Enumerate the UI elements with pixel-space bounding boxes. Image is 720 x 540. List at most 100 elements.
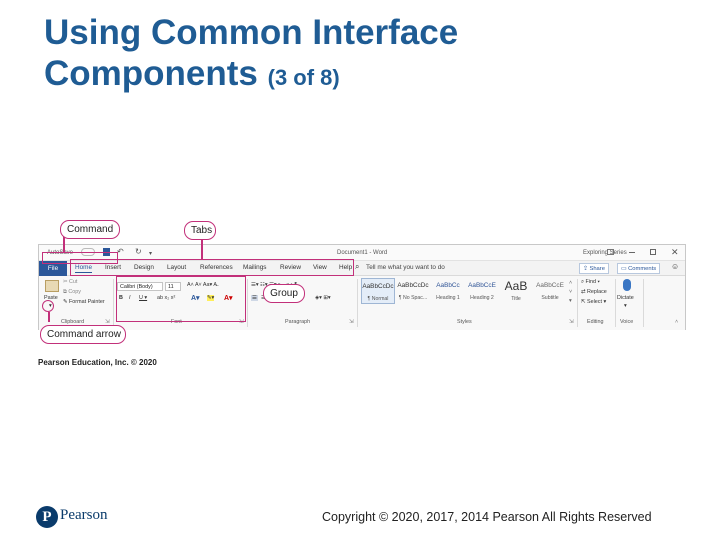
image-credit: Pearson Education, Inc. © 2020 [38, 358, 157, 367]
paragraph-dialog-launcher[interactable]: ⇲ [349, 319, 354, 325]
font-group-highlight-box [116, 276, 246, 322]
tab-mailings[interactable]: Mailings [243, 264, 267, 271]
font-color-icon[interactable]: A▾ [224, 295, 233, 302]
group-divider [357, 279, 358, 327]
collapse-ribbon-icon[interactable]: ˄ [675, 319, 679, 325]
highlight-color-icon[interactable]: ✎▾ [207, 295, 215, 301]
style-title[interactable]: AaB Title [499, 278, 533, 304]
group-divider [577, 279, 578, 327]
font-dialog-launcher[interactable]: ⇲ [239, 319, 244, 325]
ribbon-tabs: File Home Insert Design Layout Reference… [39, 261, 685, 276]
comments-label: Comments [628, 266, 657, 272]
pearson-logo-text: Pearson [60, 507, 108, 523]
minimize-icon[interactable] [629, 252, 635, 253]
select-label: Select [587, 299, 602, 305]
tab-file[interactable]: File [39, 261, 67, 276]
font-group-label: Font [171, 319, 182, 325]
title-suffix: (3 of 8) [267, 65, 340, 90]
strikethrough-icon[interactable]: ab x₂ x² [157, 295, 176, 301]
command-highlight-box [42, 252, 118, 264]
replace-icon: ⇄ [581, 289, 588, 295]
redo-icon[interactable]: ↻ [135, 247, 142, 256]
tab-insert[interactable]: Insert [105, 264, 121, 271]
comments-button[interactable]: ▭ Comments [617, 263, 661, 274]
command-arrow-callout: Command arrow [40, 325, 126, 344]
select-button[interactable]: ⇱ Select ▾ [581, 299, 607, 305]
tab-view[interactable]: View [313, 264, 327, 271]
find-button[interactable]: ⌕ Find ▾ [581, 279, 600, 285]
editing-group-label: Editing [587, 319, 604, 325]
style-name: Heading 2 [470, 295, 494, 301]
autosave-toggle[interactable]: AutoSave [47, 250, 74, 256]
style-name: Heading 1 [436, 295, 460, 301]
title-line1: Using Common Interface [44, 13, 459, 52]
bold-icon[interactable]: B [119, 295, 123, 301]
copy-label: Copy [68, 289, 81, 295]
undo-icon[interactable]: ↶ [117, 247, 124, 256]
style-subtitle[interactable]: AaBbCcE Subtitle [533, 278, 567, 304]
tab-design[interactable]: Design [134, 264, 154, 271]
style-heading-2[interactable]: AaBbCcE Heading 2 [465, 278, 499, 304]
tabs-callout: Tabs [184, 221, 216, 240]
style-name: ¶ Normal [367, 296, 389, 302]
close-icon[interactable]: ✕ [671, 247, 679, 257]
smiley-icon[interactable]: ☺ [671, 262, 680, 271]
style-name: Subtitle [541, 295, 559, 301]
tabs-highlight-box [70, 259, 354, 276]
style-sample: AaBbCcDc [397, 282, 429, 289]
paste-button[interactable]: Paste [44, 295, 58, 301]
group-divider [247, 279, 248, 327]
share-button[interactable]: ⇪ Share [579, 263, 609, 274]
style-normal[interactable]: AaBbCcDc ¶ Normal [361, 278, 395, 304]
dictate-button[interactable]: Dictate [617, 295, 634, 301]
maximize-icon[interactable] [650, 249, 656, 255]
dictate-dropdown-arrow[interactable]: ▾ [624, 303, 627, 309]
lightbulb-search-icon[interactable]: ⌕ [355, 262, 360, 271]
shading-borders-icons[interactable]: ◈▾ ⊞▾ [315, 295, 331, 301]
font-name-box[interactable]: Calibri (Body) [117, 282, 163, 291]
format-painter-button[interactable]: ✎ Format Painter [63, 299, 105, 305]
cut-label: Cut [69, 279, 78, 285]
cut-button[interactable]: ✂ Cut [63, 279, 77, 285]
styles-dialog-launcher[interactable]: ⇲ [569, 319, 574, 325]
tab-home[interactable]: Home [75, 264, 93, 273]
clipboard-dialog-launcher[interactable]: ⇲ [105, 319, 110, 325]
document-title: Document1 - Word [337, 250, 388, 256]
pearson-logo-mark: P [36, 506, 58, 528]
italic-icon[interactable]: I [129, 295, 131, 301]
style-sample: AaBbCcE [468, 282, 496, 289]
search-icon: ⌕ [581, 279, 586, 285]
style-no-spacing[interactable]: AaBbCcDc ¶ No Spac... [396, 278, 430, 304]
font-size-box[interactable]: 11 [165, 282, 181, 291]
user-name[interactable]: Exploring Series [583, 250, 627, 256]
title-line2: Components [44, 54, 258, 93]
clipboard-group-label: Clipboard [61, 319, 85, 325]
font-grow-shrink-icons[interactable]: A˄ A˅ Aa▾ A̶ [187, 282, 217, 288]
microphone-icon[interactable] [623, 279, 631, 291]
copy-button[interactable]: ⧉ Copy [63, 289, 81, 296]
style-heading-1[interactable]: AaBbCc Heading 1 [431, 278, 465, 304]
align-left-icon[interactable]: ☰ [251, 295, 258, 301]
tabs-connector [201, 236, 203, 259]
replace-label: Replace [587, 289, 607, 295]
underline-icon[interactable]: U ▾ [139, 295, 148, 301]
word-screenshot-figure: AutoSave ↶ ↻ ▾ Document1 - Word Explorin… [38, 208, 686, 368]
paintbrush-icon: ✎ [63, 299, 70, 305]
command-connector [63, 236, 65, 252]
tell-me-search[interactable]: Tell me what you want to do [366, 264, 445, 271]
tab-references[interactable]: References [200, 264, 233, 271]
style-sample: AaBbCcDc [362, 283, 394, 290]
customize-icon[interactable]: ▾ [149, 251, 153, 257]
command-arrow-highlight [42, 300, 54, 312]
text-effects-icon[interactable]: A▾ [191, 295, 200, 302]
styles-gallery-scroll[interactable]: ˄˅▾ [569, 280, 573, 304]
tab-review[interactable]: Review [280, 264, 301, 271]
replace-button[interactable]: ⇄ Replace [581, 289, 607, 295]
ribbon-display-icon[interactable] [607, 249, 614, 255]
tab-layout[interactable]: Layout [167, 264, 187, 271]
title-bar: AutoSave ↶ ↻ ▾ Document1 - Word Explorin… [39, 245, 685, 261]
select-icon: ⇱ [581, 299, 588, 305]
tab-help[interactable]: Help [339, 264, 353, 271]
group-divider [643, 279, 644, 327]
group-divider [615, 279, 616, 327]
